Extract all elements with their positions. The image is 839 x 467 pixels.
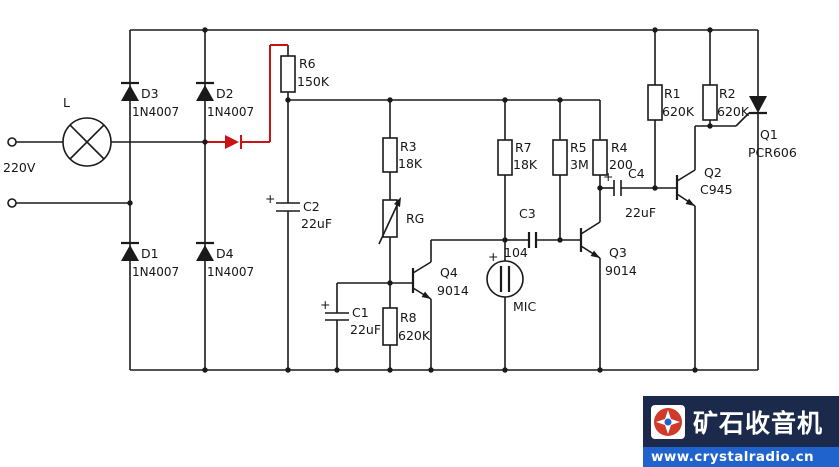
resistor-r1-icon [647, 84, 663, 121]
resistor-r3-icon [382, 137, 398, 173]
r3-value-label: 18K [398, 156, 423, 171]
c1-value-label: 22uF [350, 322, 381, 337]
first-stage: R3 18K RG + C1 22uF R8 620K Q4 9014 [320, 137, 469, 346]
q4-value-label: 9014 [437, 283, 469, 298]
voltage-label: 220V [3, 160, 36, 175]
q4-ref-label: Q4 [440, 265, 458, 280]
diode-d4-icon [196, 241, 214, 261]
q1-value-label: PCR606 [748, 145, 797, 160]
r4-value-label: 200 [609, 157, 633, 172]
r8-value-label: 620K [398, 328, 431, 343]
lamp-label: L [63, 95, 70, 110]
terminal-top-icon [7, 137, 17, 147]
c1-polarity-label: + [320, 297, 330, 312]
transistor-q2-icon [675, 175, 695, 206]
mains-input: L 220V [3, 95, 112, 208]
d2-value-label: 1N4007 [207, 105, 254, 119]
junction-dots [127, 27, 713, 373]
r2-value-label: 620K [717, 104, 750, 119]
resistor-r2-icon [702, 84, 718, 121]
diode-d3-icon [121, 81, 139, 101]
c4-polarity-label: + [603, 169, 613, 184]
bridge-rectifier: D3 1N4007 D2 1N4007 D1 1N4007 D4 1N4007 [121, 81, 254, 279]
c4-ref-label: C4 [628, 166, 645, 181]
resistor-r7-icon [497, 139, 513, 176]
mic-stage: R7 18K + MIC C3 104 R5 3M Q3 9014 R4 200… [486, 139, 656, 314]
capacitor-c3-icon [527, 232, 538, 248]
c3-ref-label: C3 [519, 206, 536, 221]
tap-diode-icon [225, 135, 239, 149]
thyristor-q1-icon [749, 96, 767, 115]
crystalradio-logo-icon [651, 404, 685, 439]
r7-ref-label: R7 [515, 140, 532, 155]
resistor-r8-icon [382, 307, 398, 346]
d1-ref-label: D1 [141, 246, 159, 261]
r2-ref-label: R2 [719, 86, 736, 101]
watermark-strip: www.crystalradio.cn [643, 447, 839, 467]
d2-ref-label: D2 [216, 86, 234, 101]
watermark-main: 矿石收音机 [643, 396, 839, 447]
diode-d1-icon [121, 241, 139, 261]
q1-ref-label: Q1 [760, 127, 778, 142]
r3-ref-label: R3 [400, 139, 417, 154]
resistor-r6-icon [280, 55, 296, 93]
supply-section: R6 150K + C2 22uF [265, 55, 332, 231]
r6-ref-label: R6 [299, 56, 316, 71]
d3-ref-label: D3 [141, 86, 159, 101]
d1-value-label: 1N4007 [132, 265, 179, 279]
c1-ref-label: C1 [352, 305, 369, 320]
watermark-site-name: 矿石收音机 [693, 408, 824, 438]
photoresistor-rg-icon [378, 197, 401, 245]
output-stage: R1 620K R2 620K Q2 C945 Q1 PCR606 [647, 84, 797, 206]
q2-ref-label: Q2 [704, 165, 722, 180]
c2-value-label: 22uF [301, 216, 332, 231]
lamp-symbol-icon [62, 117, 112, 167]
r4-ref-label: R4 [611, 140, 628, 155]
c2-polarity-label: + [265, 191, 275, 206]
d4-value-label: 1N4007 [207, 265, 254, 279]
r8-ref-label: R8 [400, 310, 417, 325]
r1-value-label: 620K [662, 104, 695, 119]
resistor-r5-icon [552, 139, 568, 176]
q2-value-label: C945 [700, 182, 733, 197]
mic-polarity-label: + [488, 249, 498, 264]
watermark-banner: 矿石收音机 www.crystalradio.cn [643, 396, 839, 467]
q3-value-label: 9014 [605, 263, 637, 278]
transistor-q3-icon [579, 228, 600, 258]
transistor-q4-icon [411, 268, 431, 299]
terminal-bottom-icon [7, 198, 17, 208]
r7-value-label: 18K [513, 157, 538, 172]
resistor-r4-icon [592, 139, 608, 176]
c4-value-label: 22uF [625, 205, 656, 220]
d4-ref-label: D4 [216, 246, 234, 261]
highlight-tap-wire [205, 44, 288, 149]
diode-d2-icon [196, 81, 214, 101]
r1-ref-label: R1 [664, 86, 681, 101]
mic-ref-label: MIC [513, 299, 536, 314]
r6-value-label: 150K [297, 74, 330, 89]
q3-ref-label: Q3 [609, 245, 627, 260]
c2-ref-label: C2 [303, 199, 320, 214]
watermark-site-url: www.crystalradio.cn [651, 449, 815, 465]
r5-ref-label: R5 [570, 140, 587, 155]
c3-value-label: 104 [504, 245, 528, 260]
rg-ref-label: RG [406, 211, 424, 226]
microphone-icon [486, 260, 524, 298]
d3-value-label: 1N4007 [132, 105, 179, 119]
r5-value-label: 3M [570, 157, 589, 172]
